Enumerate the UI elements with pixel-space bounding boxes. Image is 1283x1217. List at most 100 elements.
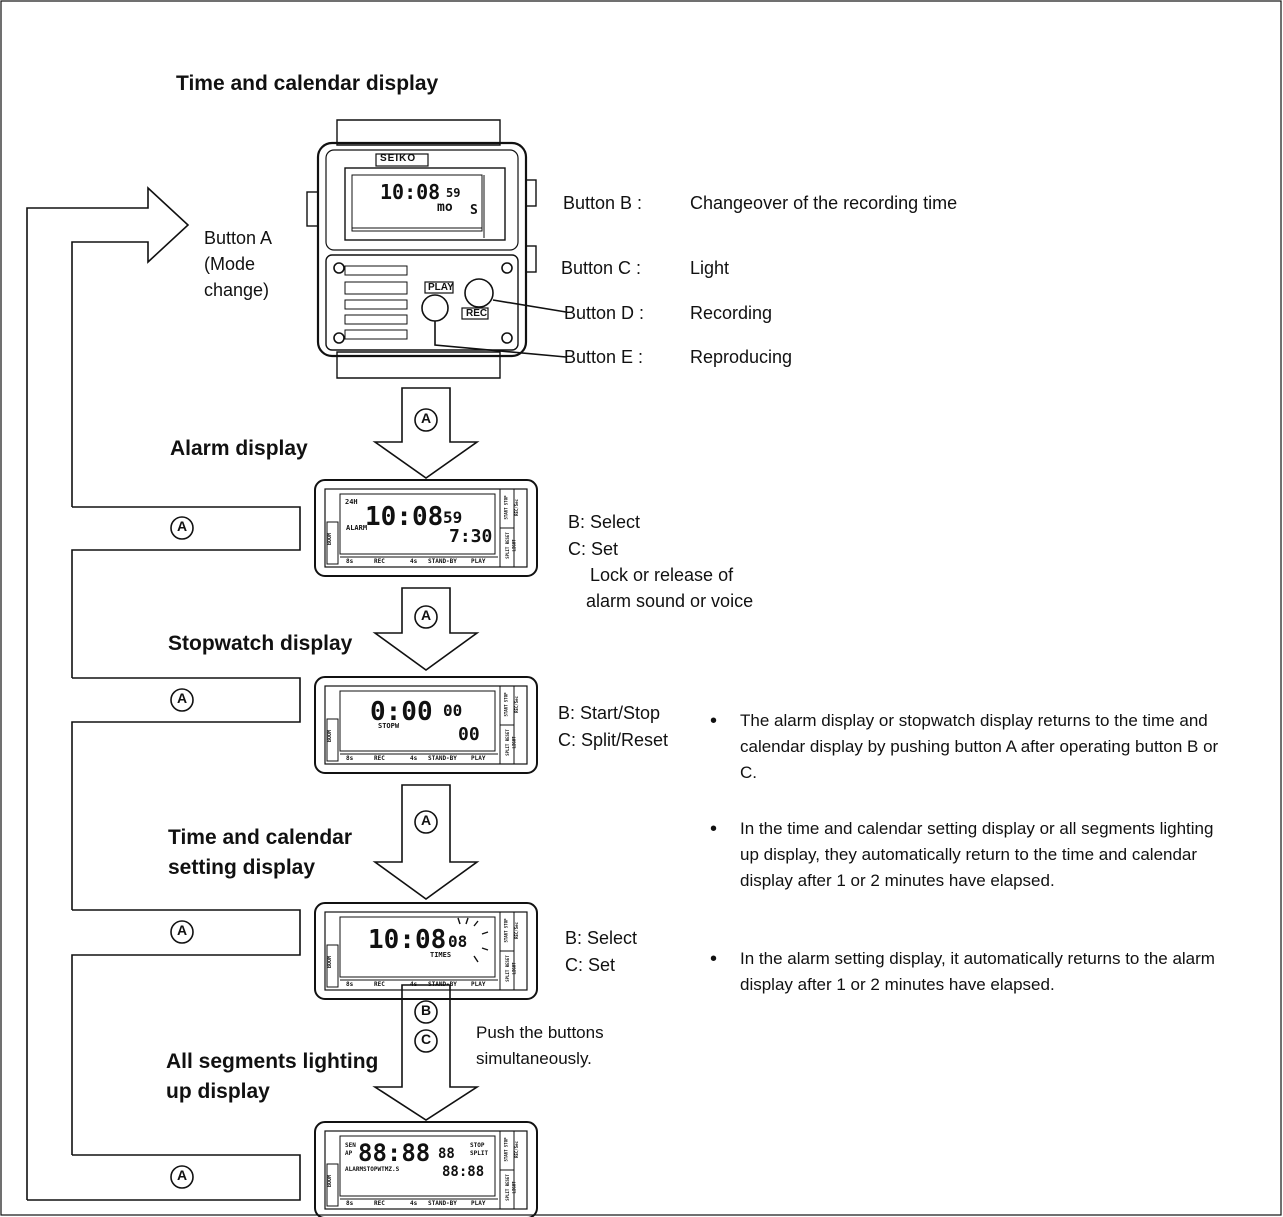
down-arrow-2 bbox=[372, 587, 480, 671]
lcd-bottom-label: PLAY bbox=[471, 755, 486, 762]
lcd-bottom-label: STAND-BY bbox=[428, 755, 457, 762]
watch-lcd-seconds: 59 bbox=[446, 186, 461, 200]
rec-label: REC bbox=[466, 308, 488, 319]
lcd-bottom-label: STAND-BY bbox=[428, 558, 457, 565]
seg-lcd-words: ALARMSTOPWTMZ.S bbox=[345, 1166, 400, 1173]
alarm-lcd-seconds: 59 bbox=[443, 508, 463, 527]
circled-a-return2: A bbox=[177, 690, 188, 706]
watch-lcd-day: mo bbox=[437, 200, 453, 215]
set-lcd-time: 10:08 bbox=[368, 925, 447, 955]
lcd-side-left-label: BOOM bbox=[327, 532, 334, 546]
lcd-side-right-label: LIGHT bbox=[511, 962, 517, 975]
button-d-function: Recording bbox=[690, 303, 773, 323]
lcd-bottom-label: 4s bbox=[410, 755, 418, 762]
stop-lcd-right: 00 bbox=[458, 724, 480, 745]
lcd-bottom-label: 4s bbox=[410, 1200, 418, 1207]
lcd-side-right-label: LIGHT bbox=[511, 1181, 517, 1194]
heading-setting-1: Time and calendar bbox=[168, 826, 353, 849]
heading-time-calendar: Time and calendar display bbox=[176, 72, 439, 95]
down-arrow-4 bbox=[372, 984, 480, 1121]
down-arrow-3 bbox=[372, 784, 480, 900]
mode-return-arrow bbox=[26, 186, 190, 1200]
lcd-side-right-label: REC/Sec bbox=[513, 1141, 519, 1158]
lcd-bottom-label: PLAY bbox=[471, 1200, 486, 1207]
rec-button-body bbox=[464, 278, 494, 308]
return-line-segments bbox=[27, 1154, 301, 1201]
watch-lcd-time: 10:08 bbox=[380, 180, 441, 204]
lcd-side-right-label: START STOP bbox=[503, 495, 509, 520]
circled-a-return4: A bbox=[177, 1167, 188, 1183]
heading-setting-2: setting display bbox=[168, 856, 316, 879]
play-button-body bbox=[421, 294, 449, 322]
lcd-bottom-label: 8s bbox=[346, 981, 354, 988]
seg-lcd-split: SPLIT bbox=[470, 1150, 489, 1157]
circled-a-return1: A bbox=[177, 518, 188, 534]
lcd-side-right-label: SPLIT RESET bbox=[504, 955, 510, 982]
stopwatch-op-b: B: Start/Stop bbox=[558, 703, 661, 723]
lcd-side-right-label: SPLIT RESET bbox=[504, 532, 510, 559]
circled-b-arrow4: B bbox=[421, 1002, 432, 1018]
circled-a-return3: A bbox=[177, 922, 188, 938]
lcd-bottom-label: REC bbox=[374, 981, 385, 988]
lcd-side-right-label: SPLIT RESET bbox=[504, 1174, 510, 1201]
lcd-bottom-label: STAND-BY bbox=[428, 981, 457, 988]
lcd-side-right-label: START STOP bbox=[503, 1137, 509, 1162]
lcd-bottom-label: 4s bbox=[410, 558, 418, 565]
note-3: •In the alarm setting display, it automa… bbox=[710, 948, 1215, 994]
stop-lcd-word: STOPW bbox=[378, 722, 400, 730]
alarm-op-c: C: Set bbox=[568, 539, 619, 559]
lcd-bottom-label: 8s bbox=[346, 558, 354, 565]
button-b-function: Changeover of the recording time bbox=[690, 193, 958, 213]
heading-segments-2: up display bbox=[166, 1080, 270, 1103]
seg-lcd-right: 88:88 bbox=[442, 1164, 485, 1180]
return-line-alarm bbox=[71, 506, 301, 678]
lcd-side-left-label: BOOM bbox=[327, 955, 334, 969]
stop-lcd-time: 0:00 bbox=[370, 697, 433, 727]
circled-a-arrow1: A bbox=[421, 410, 432, 426]
watch-lcd-s: S bbox=[470, 203, 478, 218]
return-line-stopwatch bbox=[71, 677, 301, 910]
button-e-name: Button E : bbox=[564, 347, 644, 367]
note-3-text: In the alarm setting display, it automat… bbox=[740, 949, 1215, 994]
lcd-side-right-label: LIGHT bbox=[511, 736, 517, 749]
button-a-note-1: (Mode bbox=[204, 254, 256, 274]
alarm-lcd-time: 10:08 bbox=[365, 502, 444, 532]
set-lcd-seconds: 08 bbox=[448, 932, 468, 951]
seg-lcd-sen: SEN bbox=[345, 1142, 356, 1149]
watch-brand: SEIKO bbox=[380, 153, 417, 164]
lcd-side-right-label: REC/Sec bbox=[513, 922, 519, 939]
button-a-note-2: change) bbox=[204, 280, 270, 300]
seg-lcd-time: 88:88 bbox=[358, 1139, 431, 1167]
lcd-bottom-label: 8s bbox=[346, 1200, 354, 1207]
flash-rays bbox=[457, 917, 489, 963]
note-1-text: The alarm display or stopwatch display r… bbox=[740, 711, 1219, 782]
heading-segments-1: All segments lighting bbox=[166, 1050, 379, 1073]
alarm-op-b: B: Select bbox=[568, 512, 641, 532]
lcd-side-left-label: BOOM bbox=[327, 729, 334, 743]
return-line-setting bbox=[71, 909, 301, 1155]
lcd-bottom-label: REC bbox=[374, 755, 385, 762]
lcd-bottom-label: PLAY bbox=[471, 558, 486, 565]
button-a-label: Button A bbox=[204, 228, 273, 248]
note-1: •The alarm display or stopwatch display … bbox=[710, 710, 1219, 782]
lcd-bottom-label: REC bbox=[374, 558, 385, 565]
lcd-bottom-label: STAND-BY bbox=[428, 1200, 457, 1207]
circled-a-arrow3: A bbox=[421, 812, 432, 828]
circled-a-arrow2: A bbox=[421, 607, 432, 623]
note-2-text: In the time and calendar setting display… bbox=[740, 819, 1214, 890]
watch-strap-bottom bbox=[336, 351, 501, 379]
lcd-bottom-label: REC bbox=[374, 1200, 385, 1207]
lcd-bottom-label: 8s bbox=[346, 755, 354, 762]
circled-c-arrow4: C bbox=[421, 1031, 432, 1047]
play-label: PLAY bbox=[428, 282, 454, 293]
stopwatch-op-c: C: Split/Reset bbox=[558, 730, 669, 750]
push-note-2: simultaneously. bbox=[476, 1049, 592, 1068]
alarm-lcd-set-time: 7:30 bbox=[449, 526, 493, 547]
set-lcd-word: TIMES bbox=[430, 951, 452, 959]
down-arrow-1 bbox=[372, 387, 480, 479]
stop-lcd-frac: 00 bbox=[443, 701, 463, 720]
note-2: •In the time and calendar setting displa… bbox=[710, 818, 1214, 890]
setting-op-b: B: Select bbox=[565, 928, 638, 948]
